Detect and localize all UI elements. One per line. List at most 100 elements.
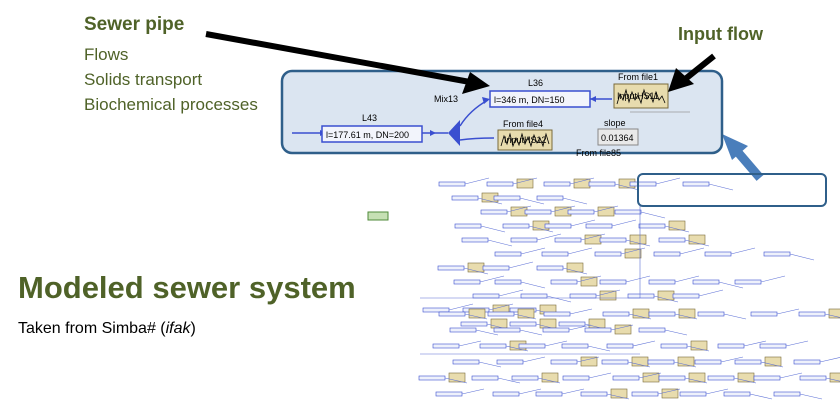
network-input-block <box>764 356 782 367</box>
network-link <box>620 247 646 255</box>
file4-label: From file4 <box>503 119 543 129</box>
pipe-l36-label: L36 <box>528 78 543 88</box>
network-link <box>544 340 568 347</box>
bullet-biochemical-processes: Biochemical processes <box>84 95 258 114</box>
network-link <box>760 361 784 368</box>
network-link <box>657 388 681 395</box>
network-link <box>588 372 612 379</box>
network-link <box>580 233 606 241</box>
network-link <box>505 345 529 352</box>
network-link <box>506 205 532 213</box>
network-link <box>611 219 637 227</box>
source-suffix: ) <box>190 320 196 337</box>
file1-text: InputHS11 <box>617 91 659 101</box>
network-link <box>479 275 505 283</box>
pipe-l43-text: l=177.61 m, DN=200 <box>326 130 409 140</box>
network-link <box>520 247 546 255</box>
slope-block <box>597 128 639 146</box>
network-link <box>464 313 488 320</box>
network-link <box>480 225 506 233</box>
network-link <box>536 233 562 241</box>
network-input-block <box>614 324 632 335</box>
network-input-block <box>580 356 598 367</box>
file4-text: InputHS12 <box>504 135 547 145</box>
network-link <box>562 197 588 205</box>
network-link <box>562 267 588 275</box>
network-link <box>625 275 651 283</box>
network-link <box>537 377 561 384</box>
network-input-block <box>677 356 695 367</box>
network-link <box>593 205 619 213</box>
network-link <box>550 205 576 213</box>
network-input-block <box>829 372 840 383</box>
network-link <box>686 345 710 352</box>
network-link <box>789 253 815 261</box>
network-link <box>519 329 543 336</box>
sewer-pipe-arrow <box>205 31 471 85</box>
network-link <box>567 247 593 255</box>
network-link <box>522 356 546 363</box>
network-link <box>463 267 489 275</box>
modeled-sewer-system-title: Modeled sewer system <box>18 270 356 305</box>
file85-label: From file85 <box>576 148 621 158</box>
network-input-block <box>688 234 706 245</box>
network-link <box>477 197 503 205</box>
source-name: ifak <box>165 320 191 337</box>
source-prefix: Taken from Simba# ( <box>18 320 166 337</box>
network-link <box>606 393 630 400</box>
bullet-flows: Flows <box>84 45 129 64</box>
network-link <box>475 329 499 336</box>
network-link <box>825 377 840 382</box>
network-input-block <box>566 262 584 273</box>
mixer-label: Mix13 <box>434 94 458 104</box>
network-link <box>576 275 602 283</box>
network-link <box>684 239 710 247</box>
network-input-block <box>678 308 696 319</box>
input-flow-title: Input flow <box>678 24 763 44</box>
network-input-block <box>668 220 686 231</box>
sewer-network-overview <box>418 177 840 400</box>
network-link <box>718 281 744 289</box>
network-link <box>614 183 640 191</box>
sewer-pipe-title: Sewer pipe <box>84 14 185 35</box>
network-link <box>653 295 679 303</box>
network-link <box>570 219 596 227</box>
network-link <box>799 393 823 400</box>
network-link <box>733 377 757 384</box>
file4-block <box>497 129 553 151</box>
network-link <box>569 177 595 185</box>
network-input-block <box>448 372 466 383</box>
network-input-block <box>690 340 708 351</box>
network-link <box>498 289 524 297</box>
network-link <box>478 361 502 368</box>
network-link <box>576 356 600 363</box>
network-link <box>561 388 585 395</box>
pipe-l43-label: L43 <box>362 113 377 123</box>
network-link <box>674 313 698 320</box>
network-link <box>568 324 592 331</box>
network-link <box>749 393 773 400</box>
network-input-block <box>610 388 628 399</box>
network-link <box>720 356 744 363</box>
network-link <box>819 357 840 363</box>
network-link <box>464 177 490 185</box>
network-link <box>664 225 690 233</box>
network-link <box>519 197 545 205</box>
network-link <box>698 289 724 297</box>
network-input-block <box>580 276 598 287</box>
network-link <box>488 303 514 311</box>
network-link <box>444 377 468 384</box>
network-input-block <box>597 206 615 217</box>
network-input-block <box>468 308 486 319</box>
network-input-block <box>661 388 679 399</box>
network-link <box>679 247 705 255</box>
input-flow-arrow <box>682 53 716 83</box>
file1-label: From file1 <box>618 72 658 82</box>
network-link <box>824 313 840 318</box>
network-link <box>684 377 708 384</box>
network-input-block <box>624 248 642 259</box>
